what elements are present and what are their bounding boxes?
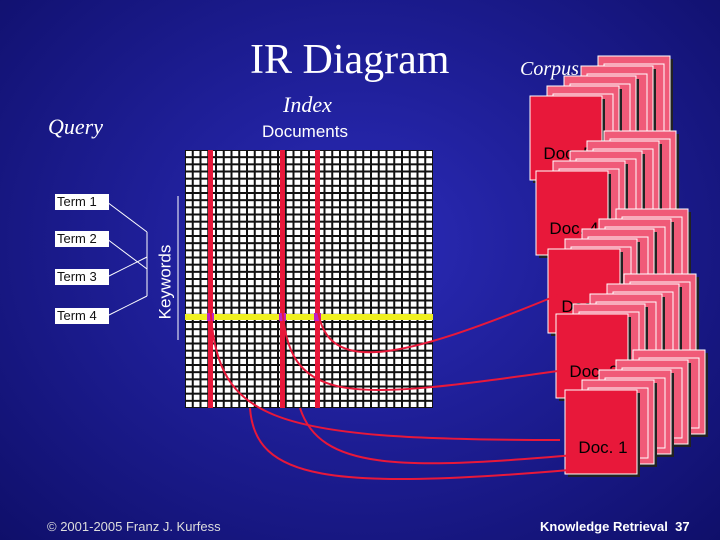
term-connector: [106, 256, 148, 278]
term-2-box: Term 2: [55, 231, 109, 247]
match-cell: [314, 313, 321, 321]
term-row-highlight: [185, 314, 433, 320]
keywords-label: Keywords: [155, 244, 175, 320]
term-connector: [106, 295, 148, 317]
term-connector: [106, 238, 148, 270]
index-grid-cells: [186, 151, 432, 407]
term-4-box: Term 4: [55, 308, 109, 324]
slide-title: IR Diagram: [250, 37, 450, 83]
query-label: Query: [48, 114, 103, 139]
document-link-curve: [281, 299, 566, 391]
documents-label: Documents: [262, 122, 348, 141]
document-link-curve: [316, 294, 559, 354]
document-column-highlight: [315, 150, 320, 408]
index-label: Index: [283, 92, 332, 117]
course-name: Knowledge Retrieval: [540, 519, 668, 534]
document-link-curve: [249, 407, 571, 481]
course-footer: Knowledge Retrieval 37: [540, 519, 690, 534]
corpus-label: Corpus: [520, 58, 579, 80]
document-column-highlight: [280, 150, 285, 408]
doc-label: Doc. 1: [578, 438, 627, 457]
doc-front-page: [564, 389, 638, 475]
page-number: 37: [675, 519, 690, 534]
document-column-highlight: [208, 150, 213, 408]
term-1-box: Term 1: [55, 194, 109, 210]
term-3-box: Term 3: [55, 269, 109, 285]
term-connector: [106, 201, 148, 233]
copyright-footer: © 2001-2005 Franz J. Kurfess: [47, 519, 221, 534]
document-link-curve: [299, 407, 576, 465]
index-grid-background: [185, 150, 433, 408]
document-link-curve: [209, 299, 561, 441]
